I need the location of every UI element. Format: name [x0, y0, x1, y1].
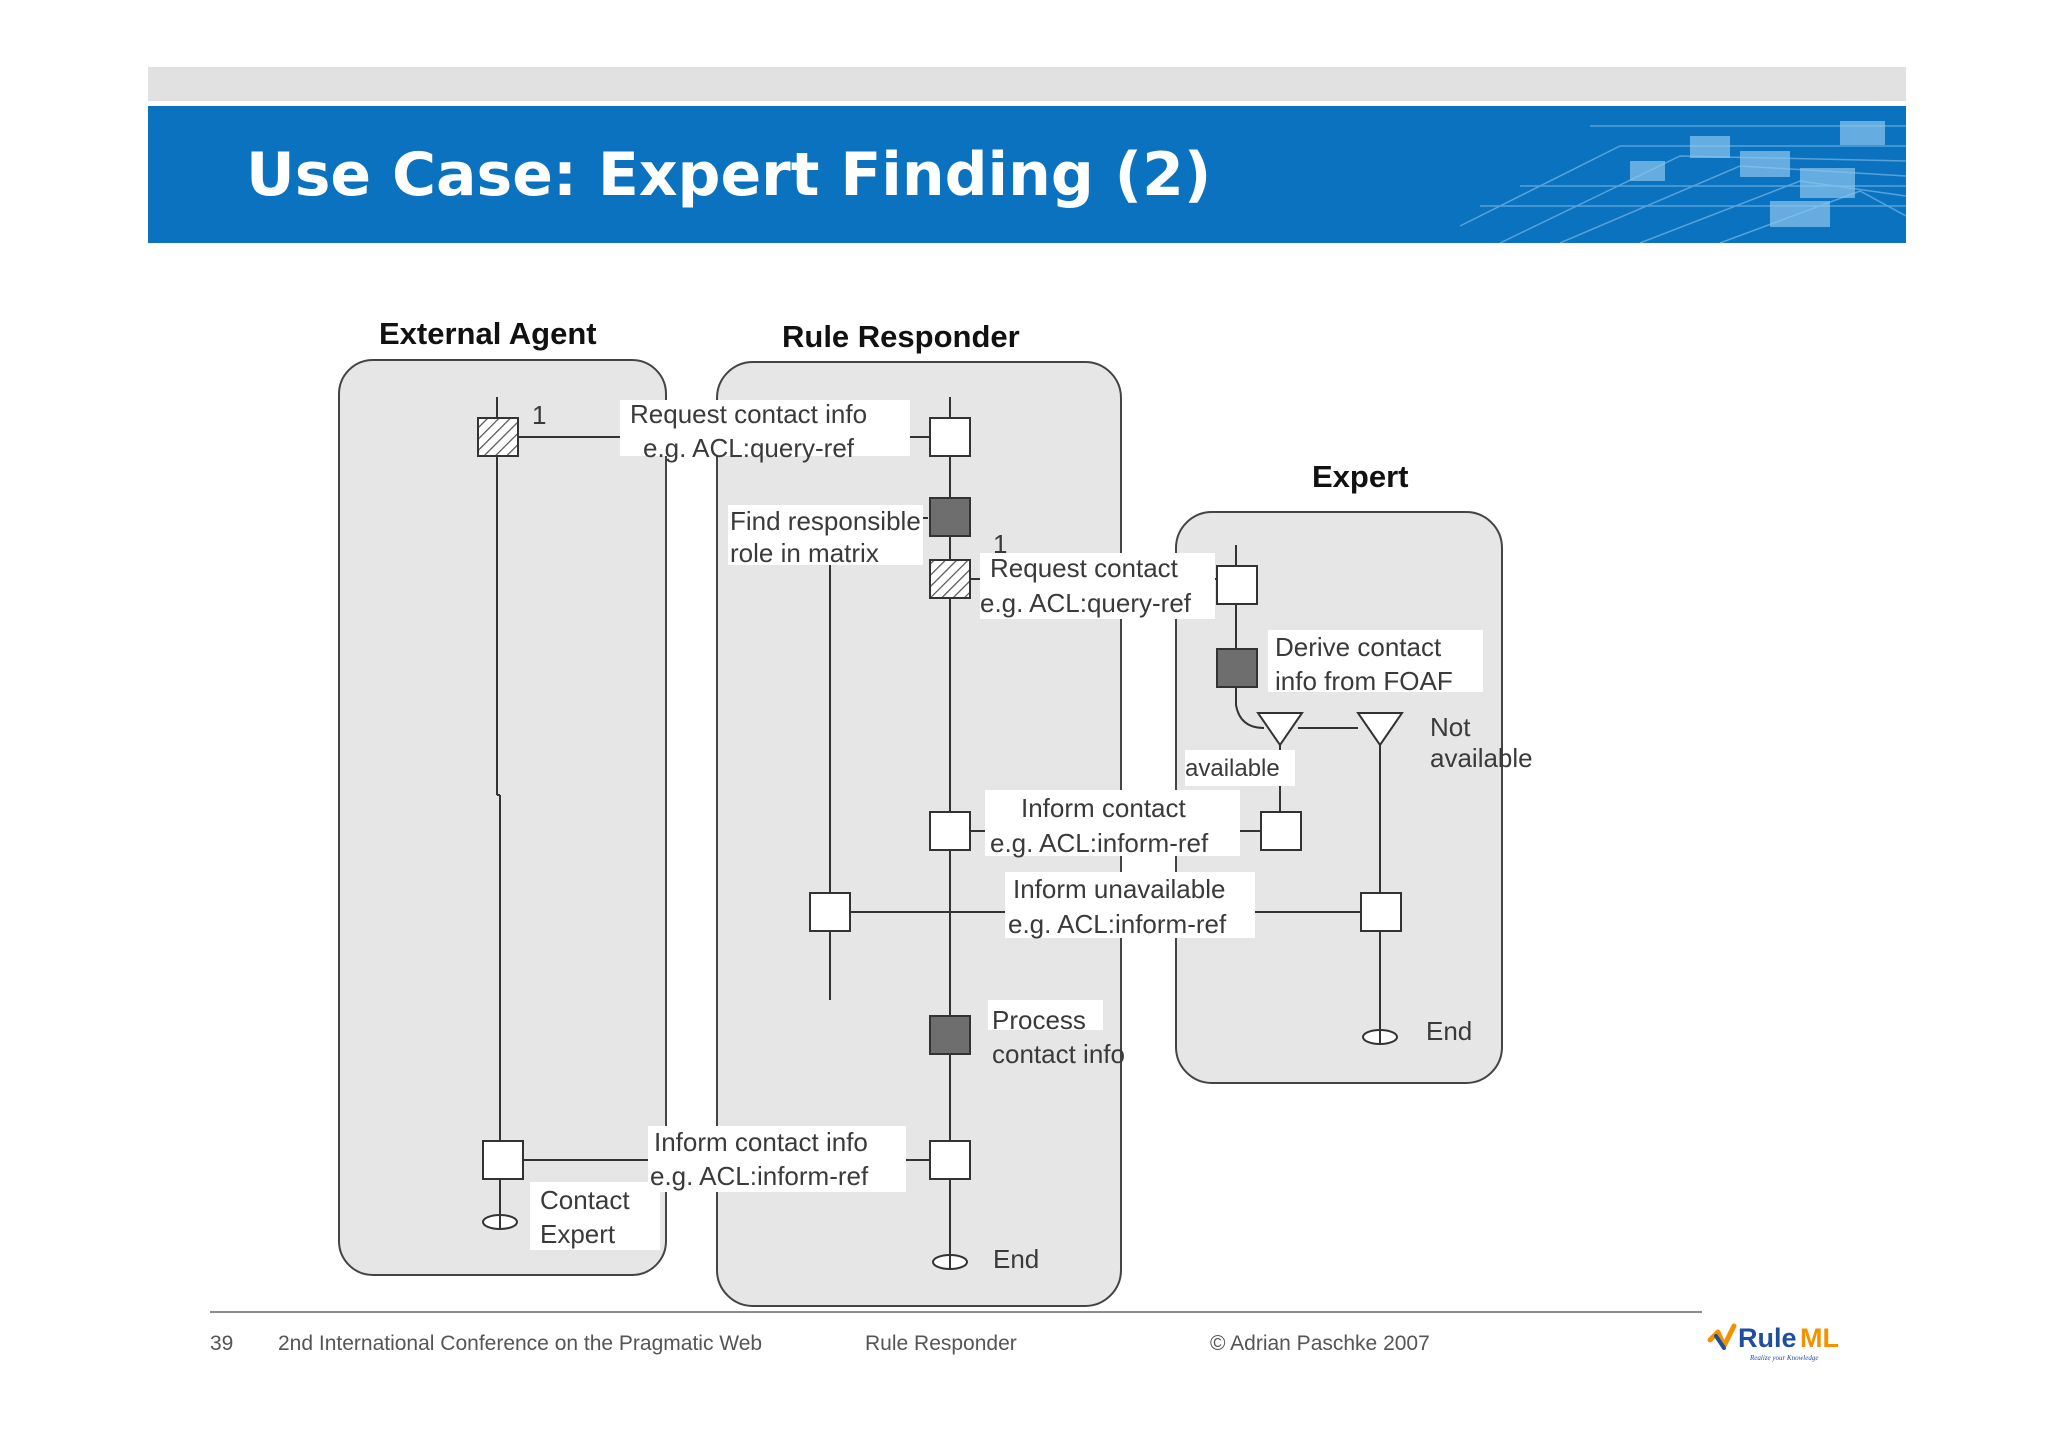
task-inform-unavailable	[1360, 892, 1402, 932]
label-request-contact-2: e.g. ACL:query-ref	[980, 588, 1192, 618]
task-receive-inform-contact	[929, 811, 971, 851]
header-top-bar	[148, 67, 1906, 101]
task-request-hatched	[477, 417, 519, 457]
label-inform-contact-2: e.g. ACL:inform-ref	[990, 828, 1209, 858]
task-receive-request	[929, 417, 971, 457]
header-decoration	[1459, 121, 1906, 243]
lane-title-external-agent: External Agent	[379, 316, 597, 351]
lane-title-expert: Expert	[1312, 459, 1408, 494]
label-backgrounds	[530, 400, 1483, 1250]
task-receive-unavailable	[809, 892, 851, 932]
label-find-responsible-2: role in matrix	[730, 538, 879, 568]
footer-conference: 2nd International Conference on the Prag…	[278, 1332, 763, 1355]
label-end-expert: End	[1426, 1016, 1472, 1046]
label-num-1-external: 1	[532, 400, 546, 430]
label-available: available	[1185, 755, 1280, 782]
label-process-contact-1: Process	[992, 1005, 1086, 1035]
logo-tagline: Realize your Knowledge	[1749, 1354, 1818, 1362]
task-inform-contact-info	[929, 1140, 971, 1180]
task-request-contact-hatched	[929, 559, 971, 599]
label-derive-contact-1: Derive contact	[1275, 632, 1442, 662]
task-receive-request-contact	[1216, 565, 1258, 605]
label-contact-expert-1: Contact	[540, 1185, 630, 1215]
label-not-available-2: available	[1430, 743, 1533, 773]
label-contact-expert-2: Expert	[540, 1219, 616, 1249]
label-request-contact-info-2: e.g. ACL:query-ref	[643, 433, 855, 463]
footer-topic: Rule Responder	[865, 1332, 1017, 1355]
label-num-1-responder: 1	[993, 529, 1007, 559]
label-derive-contact-2: info from FOAF	[1275, 666, 1453, 696]
label-process-contact-2: contact info	[992, 1039, 1125, 1069]
label-inform-contact-1: Inform contact	[1021, 793, 1187, 823]
task-inform-contact	[1260, 811, 1302, 851]
label-request-contact-1: Request contact	[990, 553, 1179, 583]
task-contact-expert	[482, 1140, 524, 1180]
label-inform-contact-info-1: Inform contact info	[654, 1127, 868, 1157]
footer-divider	[210, 1311, 1702, 1313]
logo-text-rule: Rule	[1738, 1323, 1797, 1353]
slide-title: Use Case: Expert Finding (2)	[246, 140, 1212, 210]
label-end-responder: End	[993, 1244, 1039, 1274]
label-not-available-1: Not	[1430, 712, 1471, 742]
external-agent-flow	[496, 397, 501, 1215]
ruleml-logo: Rule ML Realize your Knowledge	[1707, 1323, 1839, 1362]
label-find-responsible-1: Find responsible	[730, 506, 921, 536]
lane-title-rule-responder: Rule Responder	[782, 319, 1020, 354]
decision-available	[1256, 712, 1304, 747]
label-request-contact-info-1: Request contact info	[630, 399, 867, 429]
label-inform-contact-info-2: e.g. ACL:inform-ref	[650, 1161, 869, 1191]
label-inform-unavailable-2: e.g. ACL:inform-ref	[1008, 909, 1227, 939]
label-inform-unavailable-1: Inform unavailable	[1013, 874, 1225, 904]
decision-not-available	[1356, 712, 1404, 747]
task-process-contact-info	[929, 1015, 971, 1055]
footer-page-number: 39	[210, 1332, 234, 1355]
lane-external-agent	[338, 359, 667, 1276]
logo-text-ml: ML	[1800, 1323, 1839, 1353]
footer-copyright: © Adrian Paschke 2007	[1210, 1332, 1430, 1355]
task-derive-contact	[1216, 648, 1258, 688]
task-find-responsible	[929, 497, 971, 537]
